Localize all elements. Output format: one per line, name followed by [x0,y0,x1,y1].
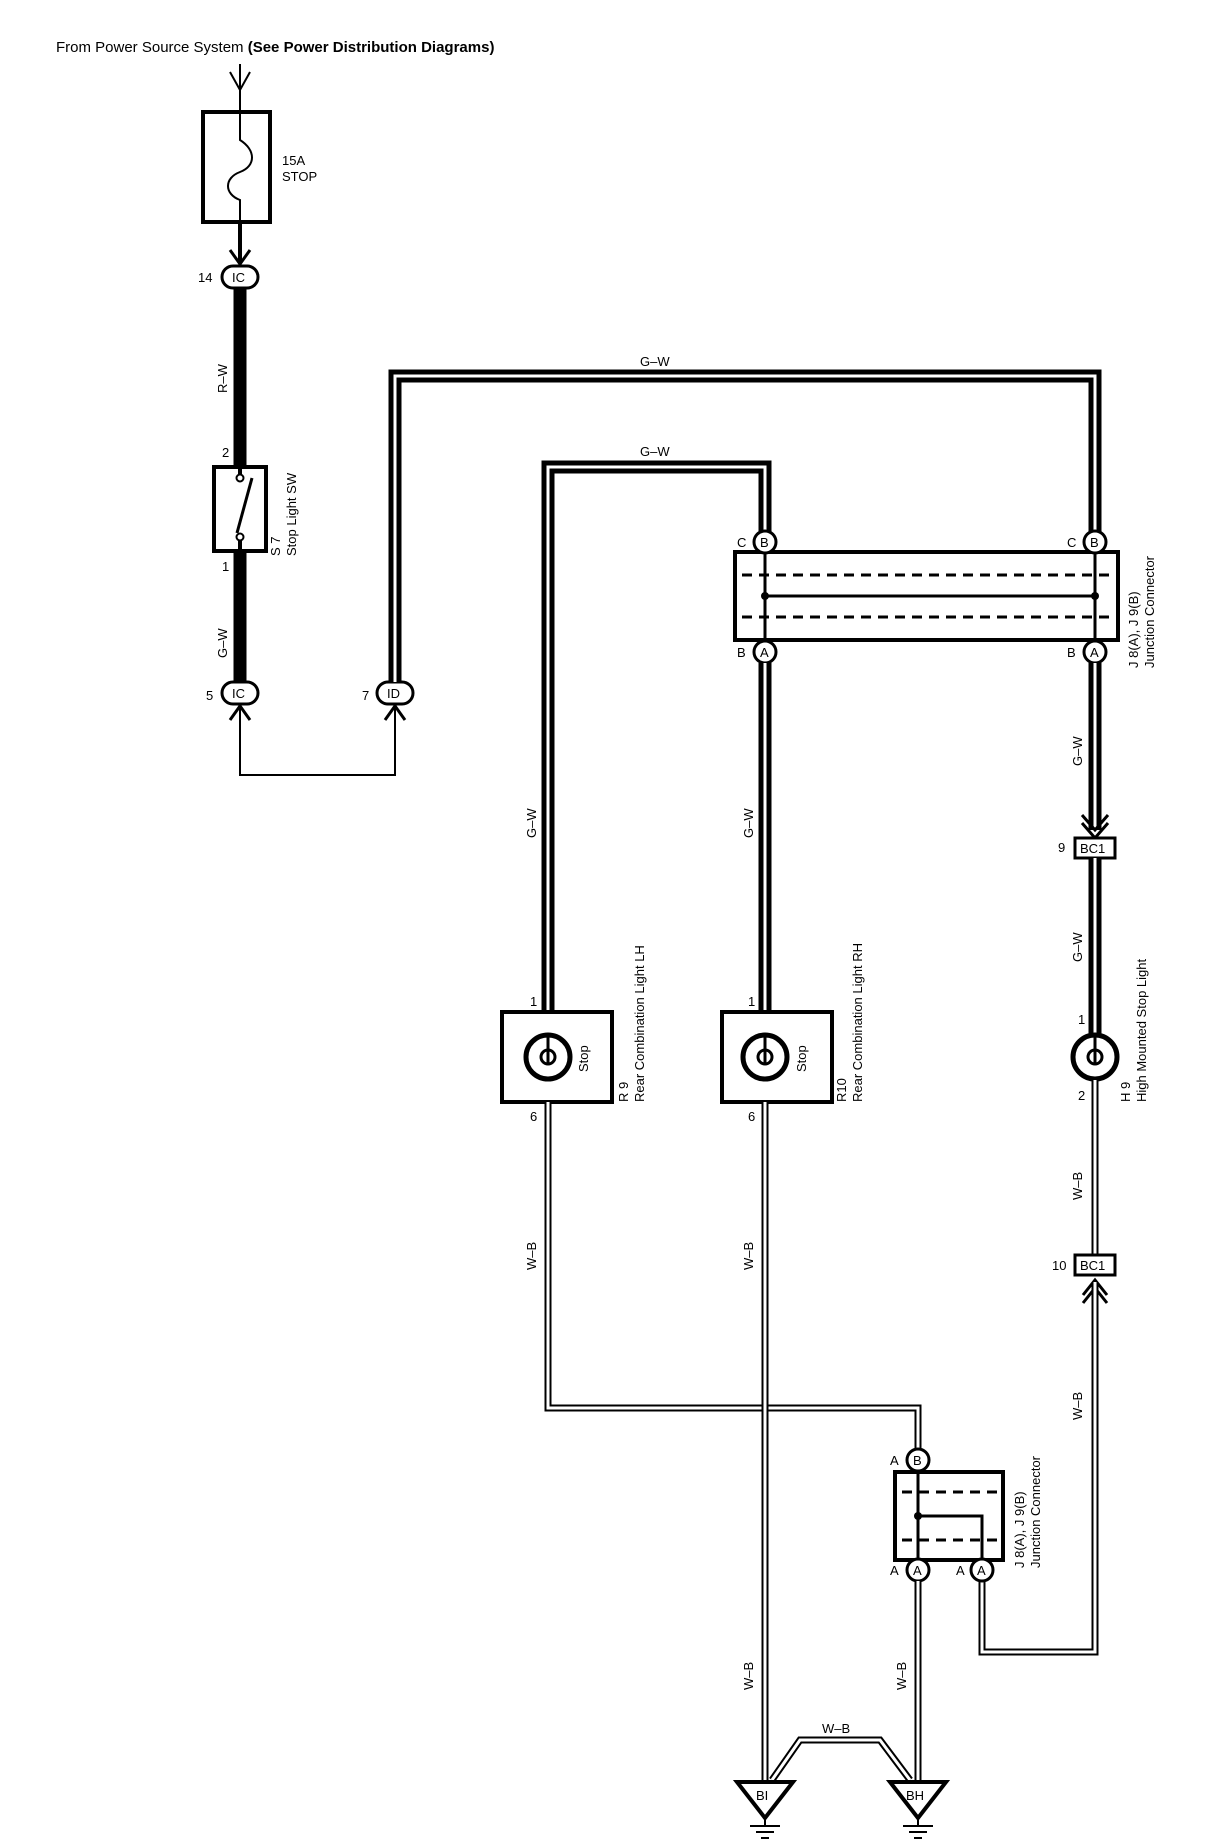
wire-label-w-b-hmsl: W–B [1070,1172,1085,1200]
jc-upper-right-b: B [1090,535,1099,550]
jc-lower-left-a: A [913,1563,922,1578]
header-text: From Power Source System (See Power Dist… [56,39,494,56]
wire-w-b-rh: W–B W–B [741,1102,769,1780]
ic-id-jumper [239,706,396,776]
wire-label-g-w-top: G–W [640,354,670,369]
ground-bi: BI [732,1780,798,1839]
lh-pin-1: 1 [530,994,537,1009]
connector-bc1-10: 10 BC1 [1052,1253,1117,1304]
fuse-name: STOP [282,169,317,184]
wire-g-w-hmsl-lower: G–W [1070,858,1102,1040]
jc-lower-name: Junction Connector [1028,1455,1043,1568]
sw-pin-1: 1 [222,559,229,574]
rear-combination-light-lh: 1 Stop 6 R 9 Rear Combination Light LH [500,945,647,1124]
wire-label-w-b-rh: W–B [741,1242,756,1270]
wire-label-g-w-hmsl-1: G–W [1070,736,1085,766]
bc1-10-label: BC1 [1080,1258,1105,1273]
wire-label-w-b-bc1: W–B [1070,1392,1085,1420]
jc-upper-left-b: B [760,535,769,550]
jc-upper-name: Junction Connector [1142,555,1157,668]
pin-14-label: 14 [198,270,212,285]
rh-bulb-label: Stop [794,1045,809,1072]
wire-w-b-ground-link: W–B [769,1721,913,1783]
connector-ic-5: 5 IC [206,680,260,721]
sw-pin-2: 2 [222,445,229,460]
wire-g-w-top: G–W [388,354,1102,682]
fuse-15a-stop: 15A STOP [201,110,317,224]
wire-label-g-w-second: G–W [640,444,670,459]
wire-g-w-switch: G–W [215,551,247,681]
jc-lower-right-a: A [977,1563,986,1578]
jc-upper-right-c: C [1067,535,1076,550]
wire-label-w-b-lh: W–B [524,1242,539,1270]
bc1-9-label: BC1 [1080,841,1105,856]
fuse-to-ic [228,222,252,267]
ground-bh: BH [885,1780,951,1839]
ground-bi-label: BI [756,1788,768,1803]
connector-bc1-9: 9 BC1 [1058,836,1117,860]
header-prefix: From Power Source System [56,39,248,56]
lh-name: Rear Combination Light LH [632,945,647,1102]
jc-upper-left-c: C [737,535,746,550]
wire-label-g-w-rh: G–W [741,808,756,838]
ic-14-label: IC [232,270,245,285]
jc-upper-code: J 8(A), J 9(B) [1126,591,1141,668]
ground-bh-label: BH [906,1788,924,1803]
wire-label-w-b-link: W–B [822,1721,850,1736]
wire-r-w: R–W [215,288,247,467]
lh-code: R 9 [616,1082,631,1102]
power-input [229,64,251,112]
jc-upper-left-b-bottom: B [737,645,746,660]
pin-7-label: 7 [362,688,369,703]
rh-pin-6: 6 [748,1109,755,1124]
jc-lower-right-a-outer: A [956,1563,965,1578]
wire-label-g-w-hmsl-2: G–W [1070,932,1085,962]
rh-pin-1: 1 [748,994,755,1009]
wire-w-b-jc-bh: W–B [894,1581,922,1780]
pin-5-label: 5 [206,688,213,703]
wire-label-w-b-bh: W–B [894,1662,909,1690]
jc-lower-left-a-outer: A [890,1563,899,1578]
pin-9-label: 9 [1058,840,1065,855]
rh-code: R10 [834,1078,849,1102]
rear-combination-light-rh: 1 Stop 6 R10 Rear Combination Light RH [720,943,865,1124]
wire-g-w-hmsl-upper: G–W [1070,663,1110,841]
junction-connector-upper: B C B C A B A B J 8(A), J 9(B) Junction … [733,529,1157,668]
wire-w-b-bc1-to-jc: W–B [978,1282,1099,1656]
ic-5-label: IC [232,686,245,701]
wire-label-r-w: R–W [215,363,230,393]
wire-label-g-w-1: G–W [215,628,230,658]
pin-10-label: 10 [1052,1258,1066,1273]
lh-bulb-label: Stop [576,1045,591,1072]
wire-w-b-lh: W–B [524,1102,922,1450]
hmsl-pin-2: 2 [1078,1088,1085,1103]
jc-lower-b: B [913,1453,922,1468]
connector-id-7: 7 ID [362,680,415,721]
stop-light-switch: 2 1 S 7 Stop Light SW [212,445,299,574]
fuse-rating: 15A [282,153,305,168]
jc-lower-a-top: A [890,1453,899,1468]
wire-g-w-rh: G–W [741,663,772,1012]
sw-code: S 7 [268,536,283,556]
jc-upper-left-a: A [760,645,769,660]
lh-pin-6: 6 [530,1109,537,1124]
high-mounted-stop-light: 1 2 H 9 High Mounted Stop Light [1070,959,1149,1103]
jc-lower-code: J 8(A), J 9(B) [1012,1491,1027,1568]
wire-w-b-hmsl: W–B [1070,1080,1099,1254]
wire-label-g-w-lh: G–W [524,808,539,838]
connector-ic-14: 14 IC [198,264,260,290]
hmsl-pin-1: 1 [1078,1012,1085,1027]
jc-upper-right-a: A [1090,645,1099,660]
junction-connector-lower: B A A A A A J 8(A), J 9(B) Junction Conn… [890,1447,1043,1583]
sw-name: Stop Light SW [284,472,299,556]
wire-label-w-b-bi: W–B [741,1662,756,1690]
rh-name: Rear Combination Light RH [850,943,865,1102]
id-7-label: ID [387,686,400,701]
jc-upper-right-b-bottom: B [1067,645,1076,660]
wire-g-w-second: G–W G–W [524,444,772,1012]
hmsl-name: High Mounted Stop Light [1134,959,1149,1102]
hmsl-code: H 9 [1118,1082,1133,1102]
header-emphasis: (See Power Distribution Diagrams) [248,39,495,56]
